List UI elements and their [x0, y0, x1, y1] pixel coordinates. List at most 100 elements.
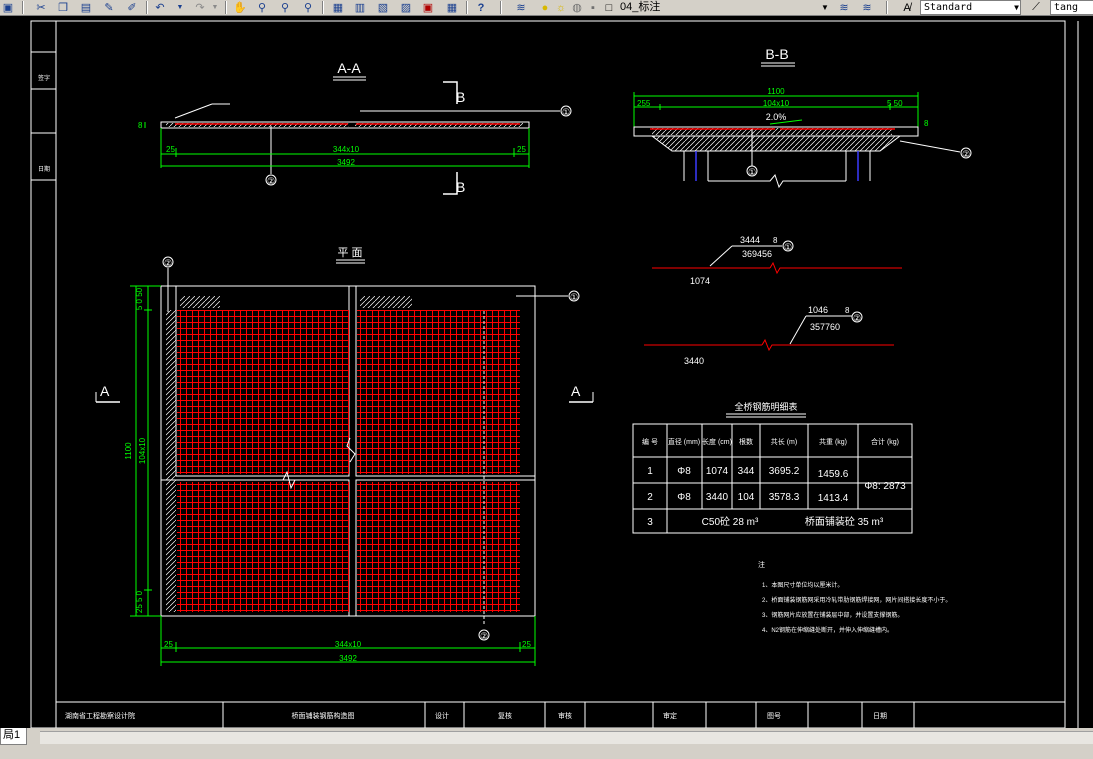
dim-style-icon[interactable]: ⟋ — [1032, 1, 1040, 13]
dim-text: 1100 — [124, 442, 133, 460]
redo-dropdown-icon[interactable]: ▼ — [211, 4, 219, 11]
rebar-dim: 1074 — [690, 276, 710, 286]
zoom-window-icon[interactable]: ⚲ — [280, 2, 290, 14]
toolbar-separator — [500, 1, 502, 14]
callout-2: ② — [962, 149, 970, 159]
table-cell: 1413.4 — [818, 493, 849, 504]
dim-text: 255 — [637, 99, 651, 108]
table-cell: 1459.6 — [818, 469, 849, 480]
sheet-set-icon[interactable]: ▨ — [400, 2, 412, 14]
paste-icon[interactable]: ▤ — [80, 2, 92, 14]
layer-previous-icon[interactable]: ≋ — [862, 2, 872, 14]
title-block-label: 图号 — [767, 712, 781, 720]
toolbar-separator — [146, 1, 148, 14]
cut-label-b: B — [456, 179, 465, 195]
cut-icon[interactable]: ✂ — [36, 2, 46, 14]
note-item: 3、钢筋网片应放置在铺装层中部，并设置支撑钢筋。 — [762, 611, 903, 619]
zoom-previous-icon[interactable]: ⚲ — [303, 2, 313, 14]
toolbar-separator — [886, 1, 888, 14]
title-block-label: 审核 — [558, 711, 572, 720]
dim-text: 3492 — [339, 654, 357, 663]
table-cell: 2 — [647, 492, 653, 503]
table-header: 合计 (kg) — [871, 437, 899, 446]
table-cell: 3578.3 — [769, 492, 800, 503]
title-block: 湖南省工程勘察设计院 桥面铺装钢筋构造图 设计 复核 审核 审定 图号 日期 — [56, 701, 1065, 728]
rebar-label: 3444 — [740, 235, 760, 245]
dim-text: 25 — [166, 145, 175, 154]
lock-icon[interactable]: ◍ — [572, 2, 582, 14]
note-item: 2、桥面铺装钢筋网采用冷轧带肋钢筋焊接网，网片间搭接长度不小于。 — [762, 596, 951, 604]
current-layer-name[interactable]: 04_标注 — [620, 1, 661, 13]
dim-text: 3492 — [337, 158, 355, 167]
title-block-drawing-name: 桥面铺装钢筋构造图 — [292, 711, 355, 720]
table-header: 长度 (cm) — [702, 437, 732, 446]
toolbar-separator — [466, 1, 468, 14]
horizontal-scrollbar[interactable] — [40, 731, 1093, 744]
properties-icon[interactable]: ▦ — [332, 2, 344, 14]
text-style-value: Standard — [924, 2, 973, 13]
design-center-icon[interactable]: ▥ — [354, 2, 366, 14]
rebar-length: 357760 — [810, 322, 840, 332]
redo-icon[interactable]: ↷ — [195, 2, 205, 14]
dim-style-select[interactable]: tang — [1050, 0, 1093, 15]
rebar-table: 全桥钢筋明细表 编 号 直径 (mm) 长度 (cm) 根数 共长 (m) 共重… — [632, 401, 913, 534]
rebar-mesh — [357, 482, 520, 612]
dim-text: 104x10 — [763, 99, 790, 108]
callout-1: ① — [784, 242, 792, 252]
layer-manager-icon[interactable]: ≋ — [516, 2, 526, 14]
slope-text: 2.0% — [766, 112, 787, 122]
undo-icon[interactable]: ↶ — [155, 2, 165, 14]
cut-label-b: B — [456, 89, 465, 105]
layer-state-icon[interactable]: ≋ — [839, 2, 849, 14]
table-cell: Φ8 — [677, 466, 691, 477]
notes-heading: 注 — [758, 560, 765, 569]
calculator-icon[interactable]: ▦ — [446, 2, 458, 14]
color-icon[interactable]: □ — [605, 1, 613, 14]
toolbar-separator — [22, 1, 24, 14]
table-cell: 104 — [738, 492, 755, 503]
table-header: 编 号 — [642, 437, 658, 446]
tool-palette-icon[interactable]: ▧ — [377, 2, 389, 14]
table-cell: 1074 — [706, 466, 729, 477]
plan-title: 平 面 — [337, 247, 362, 259]
table-title: 全桥钢筋明细表 — [734, 401, 797, 412]
rebar-spec: 8 — [845, 306, 850, 315]
toolbar-separator — [322, 1, 324, 14]
pan-icon[interactable]: ✋ — [233, 2, 247, 14]
sun-icon[interactable]: ☼ — [555, 1, 567, 14]
match-icon[interactable]: ✎ — [104, 2, 114, 14]
dim-text: 344x10 — [335, 640, 362, 649]
title-block-label: 复核 — [498, 711, 512, 720]
text-style-icon[interactable]: A̸ — [903, 1, 911, 14]
table-header: 根数 — [739, 437, 753, 446]
undo-dropdown-icon[interactable]: ▼ — [176, 4, 184, 11]
rebar-spec: 8 — [773, 236, 778, 245]
callout-2: ② — [267, 176, 275, 186]
open-icon[interactable]: ▣ — [2, 2, 14, 14]
layer-dropdown-icon[interactable]: ▼ — [821, 3, 829, 12]
table-cell: 1 — [647, 466, 653, 477]
table-header: 共长 (m) — [771, 437, 797, 446]
tab-layout-1[interactable]: 局1 — [0, 728, 28, 745]
drawing-canvas[interactable]: 签字 日期 A-A B B ① ② — [0, 16, 1093, 728]
zoom-realtime-icon[interactable]: ⚲ — [257, 2, 267, 14]
copy-icon[interactable]: ❐ — [58, 2, 68, 14]
help-icon[interactable]: ? — [477, 1, 485, 14]
rebar-mesh — [177, 310, 349, 474]
markup-icon[interactable]: ▣ — [422, 2, 434, 14]
cut-label-a: A — [571, 383, 581, 399]
toolbar-separator — [225, 1, 227, 14]
chevron-down-icon: ▼ — [1014, 3, 1019, 12]
section-aa: A-A B B ① ② 25 34 — [138, 60, 572, 195]
dim-style-value: tang — [1054, 2, 1079, 13]
table-total: Φ8: 2873 — [864, 481, 906, 492]
title-block-label: 设计 — [435, 711, 449, 720]
standard-toolbar: ▣ ✂ ❐ ▤ ✎ ✐ ↶ ▼ ↷ ▼ ✋ ⚲ ⚲ ⚲ ▦ ▥ ▧ ▨ ▣ ▦ … — [0, 0, 1093, 16]
plot-icon[interactable]: ▪ — [591, 1, 595, 14]
dim-text: 25 — [164, 640, 173, 649]
dim-text: 8 — [924, 119, 929, 128]
brush-icon[interactable]: ✐ — [127, 2, 137, 14]
text-style-select[interactable]: Standard ▼ — [920, 0, 1021, 15]
bulb-icon[interactable]: ● — [541, 1, 549, 14]
section-bb: B-B 1100 255 104x10 5 50 2.0% — [633, 46, 972, 189]
